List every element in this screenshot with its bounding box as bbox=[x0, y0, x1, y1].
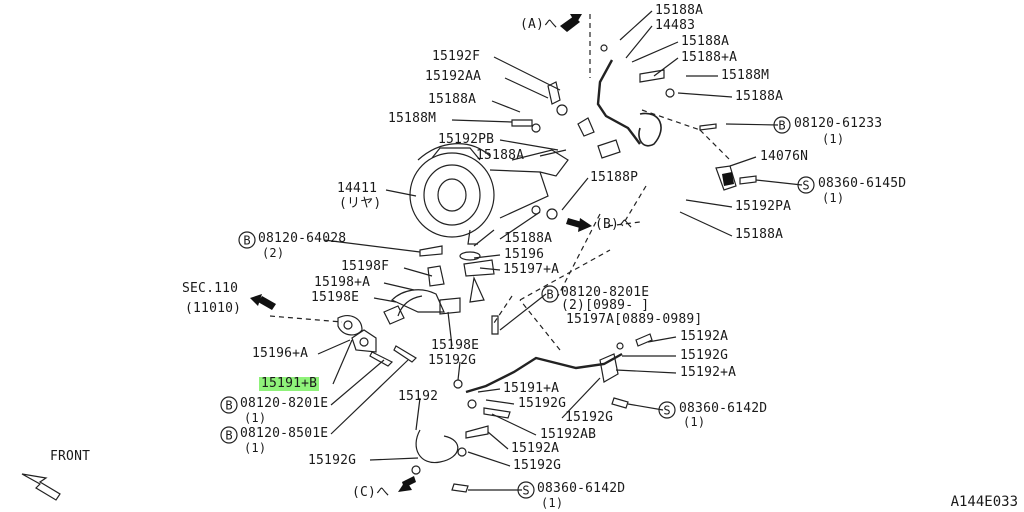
part-label-p15188a-2: 15188A bbox=[681, 34, 730, 49]
part-label-sec110: SEC.110 bbox=[182, 281, 239, 296]
part-label-p08360-6142d-b: 08360-6142D bbox=[537, 481, 626, 496]
part-label-p15188a-br: 15188A bbox=[735, 227, 784, 242]
part-label-p15192: 15192 bbox=[398, 389, 439, 404]
circle-mark-letter: B bbox=[225, 399, 232, 413]
part-label-q-6142d-a: (1) bbox=[683, 415, 706, 429]
part-label-p14483: 14483 bbox=[655, 18, 696, 33]
circle-mark-b-8501e: B bbox=[220, 426, 238, 444]
part-label-front: FRONT bbox=[50, 449, 91, 464]
part-label-p15192a-r: 15192A bbox=[680, 329, 729, 344]
circle-mark-s-6142d-b: S bbox=[517, 481, 535, 499]
circle-mark-letter: B bbox=[778, 119, 785, 133]
part-label-p15192pb: 15192PB bbox=[438, 132, 495, 147]
part-label-p08120-64028: 08120-64028 bbox=[258, 231, 347, 246]
part-label-p08120-8201e-a: 08120-8201E bbox=[561, 285, 650, 300]
diagram-code: A144E033 bbox=[950, 494, 1018, 510]
part-label-p15192g-l: 15192G bbox=[308, 453, 357, 468]
part-label-p14076n: 14076N bbox=[760, 149, 809, 164]
part-label-q-8501e: (1) bbox=[244, 441, 267, 455]
part-label-p15188-a: 15188+A bbox=[681, 50, 738, 65]
part-label-arrow-a: (A)へ bbox=[520, 17, 558, 32]
part-label-q-64028: (2) bbox=[262, 246, 285, 260]
part-label-p15188a-l: 15188A bbox=[428, 92, 477, 107]
part-label-p15188m-l: 15188M bbox=[388, 111, 437, 126]
part-label-arrow-c: (C)へ bbox=[352, 485, 390, 500]
part-label-p08120-8201e-b: 08120-8201E bbox=[240, 396, 329, 411]
part-label-arrow-b: (B)へ bbox=[595, 217, 633, 232]
part-label-q-8201e-b: (1) bbox=[244, 411, 267, 425]
part-label-q-6145d: (1) bbox=[822, 191, 845, 205]
part-label-p15192-a: 15192+A bbox=[680, 365, 737, 380]
part-label-q-6142d-b: (1) bbox=[541, 496, 564, 510]
part-label-p15198f: 15198F bbox=[341, 259, 390, 274]
part-label-p2-0989: (2)[0989- ] bbox=[561, 298, 650, 313]
part-label-p14411-sub: (リヤ) bbox=[339, 196, 382, 211]
part-label-p15188a-b: 15188A bbox=[504, 231, 553, 246]
part-label-p15197a-range: 15197A[0889-0989] bbox=[566, 312, 703, 327]
circle-mark-letter: B bbox=[225, 429, 232, 443]
part-label-p15198e-a: 15198E bbox=[311, 290, 360, 305]
part-label-p14411: 14411 bbox=[337, 181, 378, 196]
circle-mark-letter: S bbox=[663, 404, 670, 418]
part-label-p15192a-b: 15192A bbox=[511, 441, 560, 456]
part-label-p15192g-c: 15192G bbox=[428, 353, 477, 368]
circle-mark-b-64028: B bbox=[238, 231, 256, 249]
circle-mark-s-6145d: S bbox=[797, 176, 815, 194]
circle-mark-letter: S bbox=[802, 179, 809, 193]
circle-mark-letter: B bbox=[243, 234, 250, 248]
part-label-p15188m-r: 15188M bbox=[721, 68, 770, 83]
part-label-p15198e-b: 15198E bbox=[431, 338, 480, 353]
part-label-p15188a-r: 15188A bbox=[735, 89, 784, 104]
circle-mark-letter: B bbox=[546, 288, 553, 302]
part-label-p15192pa: 15192PA bbox=[735, 199, 792, 214]
part-label-p15197-a: 15197+A bbox=[503, 262, 560, 277]
part-label-p15188a-top: 15188A bbox=[655, 3, 704, 18]
part-label-p15191-b: 15191+B bbox=[259, 376, 320, 391]
part-label-p15196-a: 15196+A bbox=[252, 346, 309, 361]
part-label-p15192g-b: 15192G bbox=[513, 458, 562, 473]
part-label-p15192ab: 15192AB bbox=[540, 427, 597, 442]
part-label-p15192g-m: 15192G bbox=[518, 396, 567, 411]
part-label-p15192g-r: 15192G bbox=[680, 348, 729, 363]
circle-mark-b-8201e-a: B bbox=[541, 285, 559, 303]
circle-mark-s-6142d-a: S bbox=[658, 401, 676, 419]
part-label-p08120-8501e: 08120-8501E bbox=[240, 426, 329, 441]
part-label-p15192f: 15192F bbox=[432, 49, 481, 64]
part-label-p15191-a: 15191+A bbox=[503, 381, 560, 396]
circle-mark-b-61233: B bbox=[773, 116, 791, 134]
part-label-p08120-61233: 08120-61233 bbox=[794, 116, 883, 131]
turbocharger-14411 bbox=[409, 143, 569, 247]
part-label-p15188a-c: 15188A bbox=[476, 148, 525, 163]
part-label-p08360-6142d-a: 08360-6142D bbox=[679, 401, 768, 416]
circle-mark-letter: S bbox=[522, 484, 529, 498]
part-label-p15192aa: 15192AA bbox=[425, 69, 482, 84]
circle-mark-b-8201e-b: B bbox=[220, 396, 238, 414]
part-label-q-61233: (1) bbox=[822, 132, 845, 146]
part-label-p15192g-m2: 15192G bbox=[565, 410, 614, 425]
part-label-sec11010: (11010) bbox=[185, 301, 242, 316]
part-label-p15196: 15196 bbox=[504, 247, 545, 262]
part-label-p15188p: 15188P bbox=[590, 170, 639, 185]
part-label-p15198-a: 15198+A bbox=[314, 275, 371, 290]
part-label-p08360-6145d: 08360-6145D bbox=[818, 176, 907, 191]
